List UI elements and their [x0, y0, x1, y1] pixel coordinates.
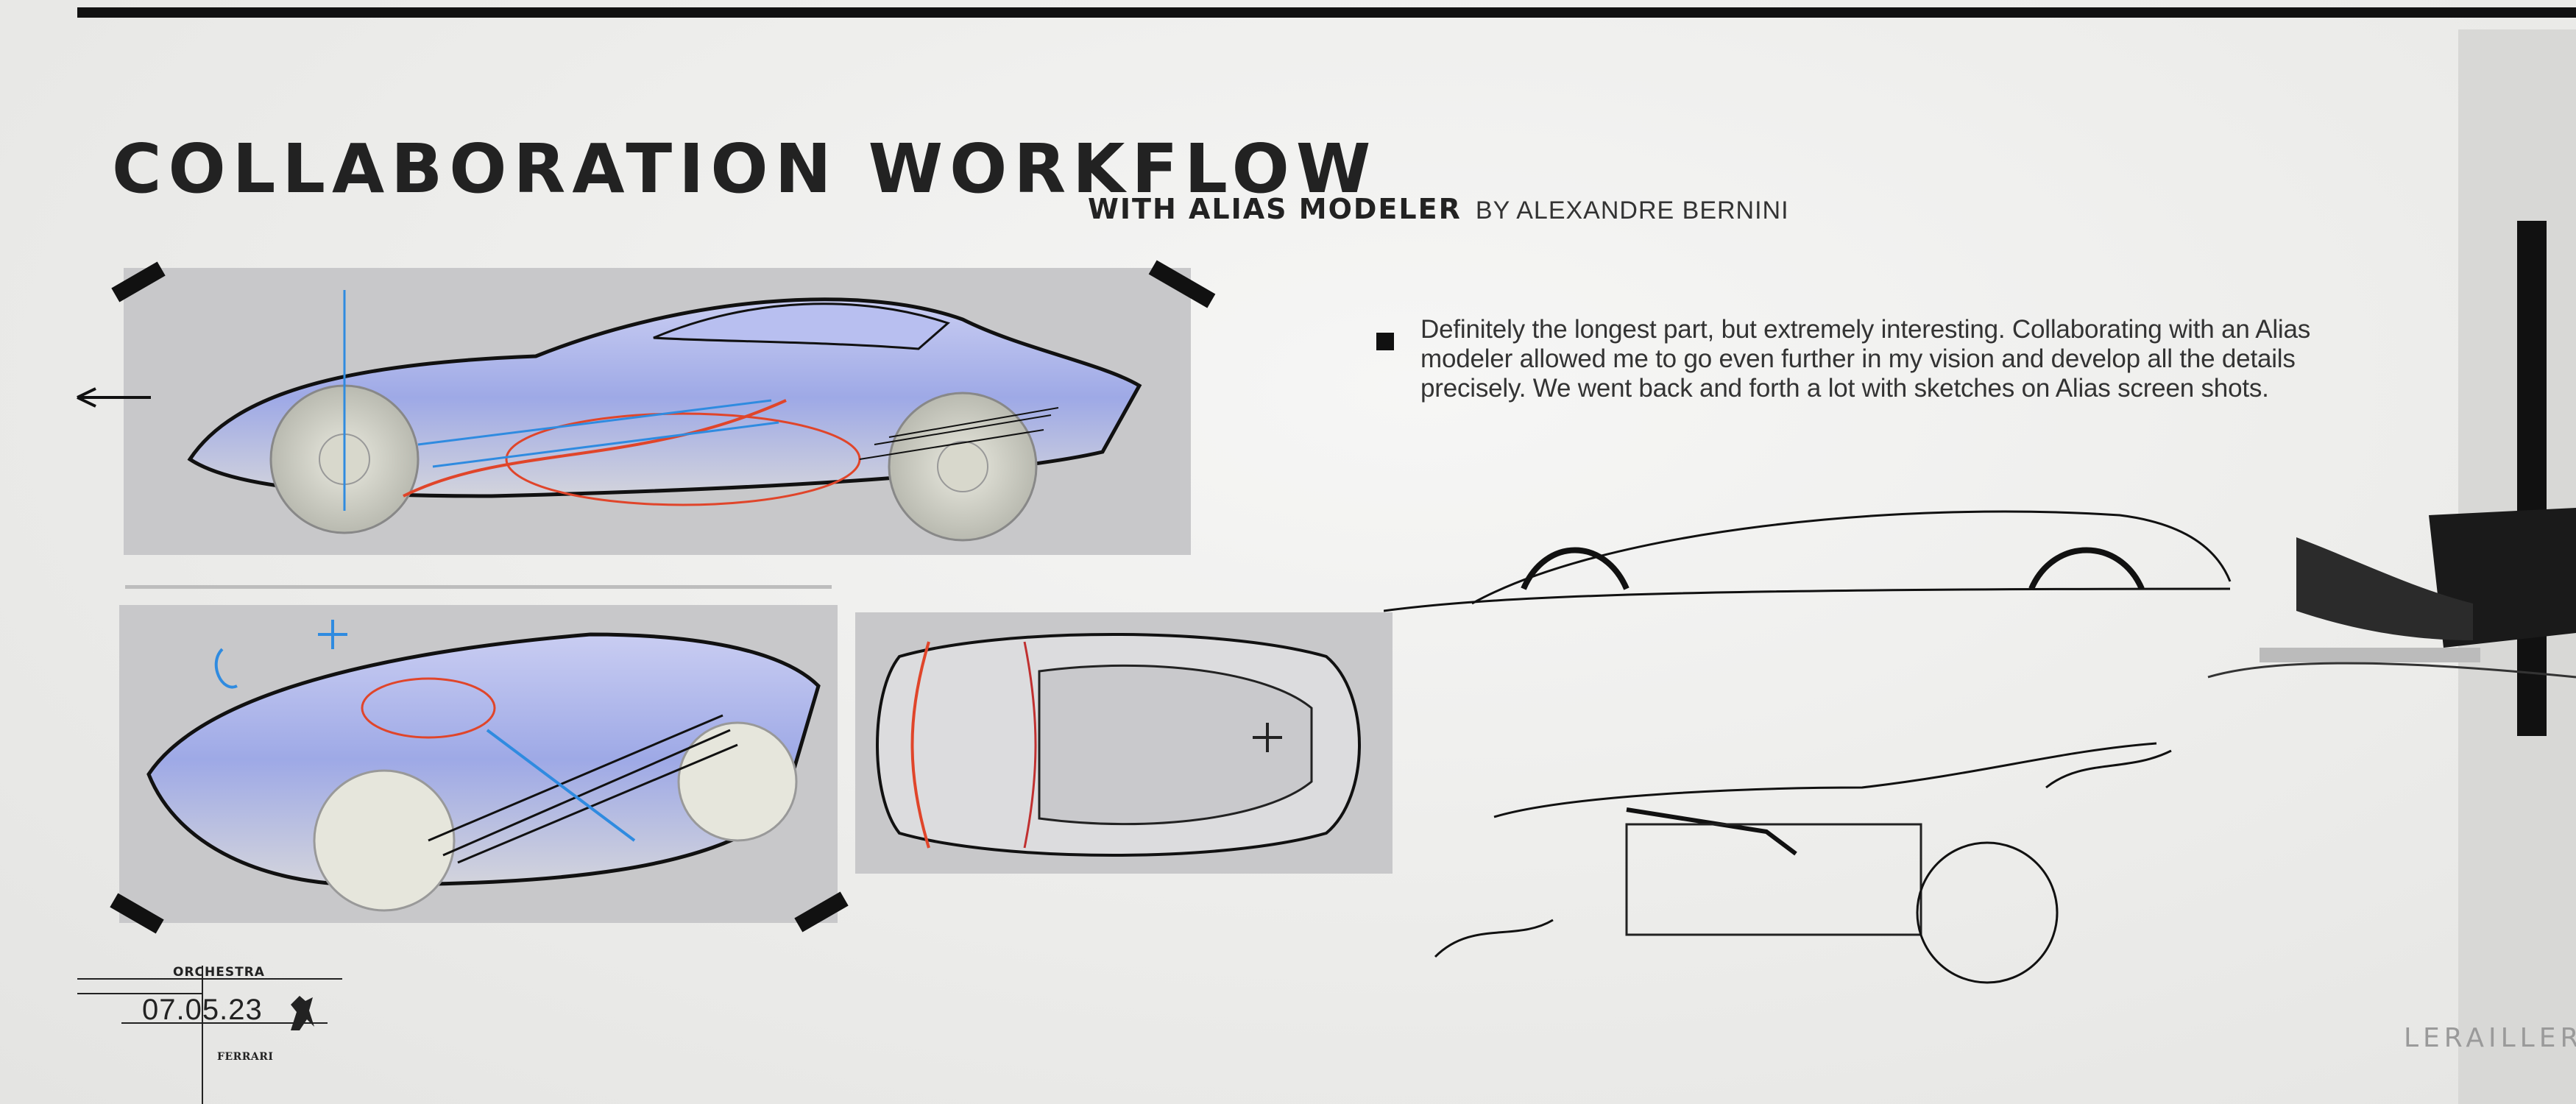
top-view-panel [855, 612, 1393, 874]
description-text: Definitely the longest part, but extreme… [1420, 315, 2311, 403]
line-sketches [1384, 510, 2232, 984]
decorative-collage [2207, 29, 2576, 1104]
stamp-brand: FERRARI [217, 1051, 274, 1063]
subtitle-main: WITH ALIAS MODELER [1088, 193, 1462, 225]
top-view-sketch [876, 633, 1361, 857]
square-bullet-icon [1376, 333, 1394, 350]
project-stamp: ORCHESTRA 07.05.23 FERRARI [77, 957, 357, 1104]
subtitle-author: BY ALEXANDRE BERNINI [1475, 197, 1789, 224]
designer-signature: LERAILLER [2404, 1023, 2576, 1053]
side-view-sketch [187, 290, 1142, 542]
stamp-project: ORCHESTRA [173, 965, 265, 980]
prancing-horse-icon [291, 996, 314, 1030]
front-three-quarter-panel [119, 605, 838, 923]
arrow-left-icon [77, 387, 151, 408]
stamp-date: 07.05.23 [142, 994, 263, 1026]
front-view-sketch [146, 620, 821, 912]
stamp-lines [77, 966, 342, 1104]
description-block: Definitely the longest part, but extreme… [1376, 315, 2318, 403]
side-view-panel [124, 268, 1191, 555]
panel-divider [125, 585, 832, 589]
page-subtitle: WITH ALIAS MODELER BY ALEXANDRE BERNINI [1088, 193, 1789, 225]
page-title: COLLABORATION WORKFLOW [112, 130, 1378, 208]
top-divider [77, 7, 2576, 18]
